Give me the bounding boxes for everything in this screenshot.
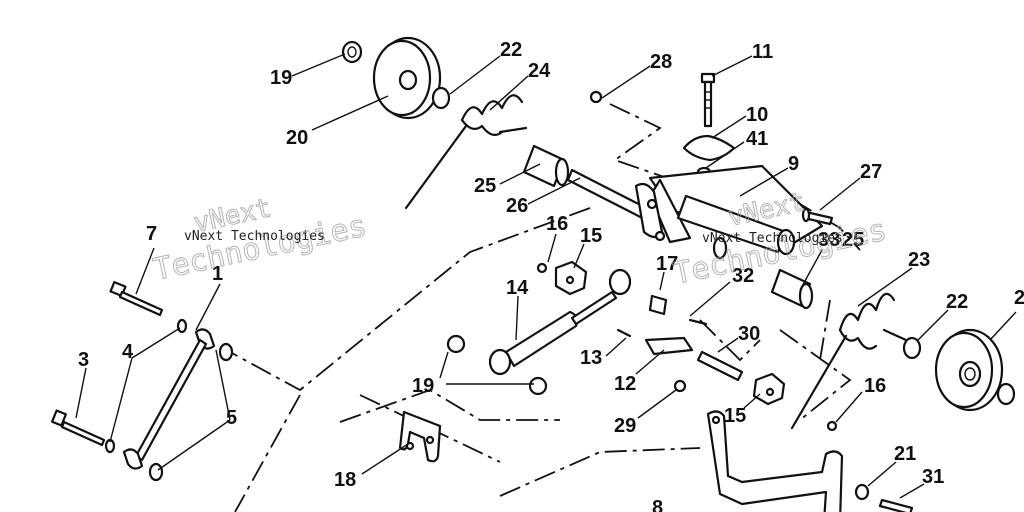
- pulley-assembly-right: [770, 268, 1016, 512]
- callout-12: 12: [614, 373, 636, 395]
- callout-11: 11: [752, 41, 773, 63]
- bushing-5-low: [122, 448, 144, 470]
- washer-21: [854, 483, 870, 501]
- leader-lines: [75, 53, 1017, 499]
- callout-30: 30: [738, 323, 760, 345]
- link-1: [134, 338, 208, 462]
- watermark-left: vNext Technologies vNext Technologies: [150, 193, 370, 289]
- lever-8: [706, 410, 844, 512]
- callout-2: 2: [1014, 287, 1024, 309]
- knob-10: [682, 134, 736, 162]
- callout-25: 25: [474, 175, 496, 197]
- nut-28: [589, 90, 603, 104]
- watermark-small-right: vNext Technologies: [702, 231, 843, 246]
- callout-31: 31: [922, 466, 944, 488]
- callout-24: 24: [528, 60, 551, 82]
- bolt-7: [109, 281, 164, 317]
- pin-16: [536, 262, 548, 274]
- bushing-25: [522, 144, 566, 188]
- washer-19-top: [341, 40, 363, 64]
- bolt-31: [878, 498, 914, 512]
- callout-33: 33: [818, 229, 840, 251]
- callout-5: 5: [226, 407, 237, 429]
- washer-4-top: [176, 318, 188, 334]
- pin-13: [616, 328, 632, 338]
- link-assembly-left: [51, 281, 234, 482]
- callout-26: 26: [506, 195, 528, 217]
- bushing-17: [648, 294, 668, 316]
- callout-25-right: 25: [842, 229, 864, 251]
- callout-3: 3: [78, 349, 89, 371]
- callout-23: 23: [908, 249, 930, 271]
- callout-17: 17: [656, 253, 678, 275]
- callout-29: 29: [614, 415, 636, 437]
- callout-22-right: 22: [946, 291, 968, 313]
- spring-23: [790, 292, 908, 430]
- pin-16-right: [826, 420, 838, 432]
- washer-19-low: [528, 376, 548, 396]
- callout-21: 21: [894, 443, 916, 465]
- washer-22-top: [431, 86, 451, 110]
- callout-13: 13: [580, 347, 602, 369]
- pulley-assembly-left: [341, 36, 664, 228]
- callout-19: 19: [270, 67, 292, 89]
- washer-19-mid: [446, 334, 466, 354]
- callout-labels: 19 20 22 24 25 26 28 11 10 41 9 27 33 25…: [78, 39, 1024, 512]
- callout-28: 28: [650, 51, 672, 73]
- callout-16-right: 16: [864, 375, 886, 397]
- spring-24: [404, 94, 528, 210]
- callout-10: 10: [746, 104, 768, 126]
- callout-22: 22: [500, 39, 522, 61]
- callout-18: 18: [334, 469, 356, 491]
- nut-29: [673, 379, 687, 393]
- phantom-outline: [229, 103, 861, 512]
- linkage-assembly: [446, 260, 786, 406]
- bolt-11: [700, 72, 716, 128]
- callout-9: 9: [788, 153, 799, 175]
- bracket-18: [398, 410, 442, 463]
- callout-19-mid: 19: [412, 375, 434, 397]
- callout-27: 27: [860, 161, 882, 183]
- callout-20: 20: [286, 127, 308, 149]
- callout-14: 14: [506, 277, 529, 299]
- callout-1: 1: [212, 263, 223, 285]
- shaft-30: [696, 350, 744, 382]
- bolt-3: [51, 409, 106, 447]
- callout-4: 4: [122, 341, 134, 363]
- arm-12: [644, 336, 694, 356]
- watermark-small: vNext Technologies: [184, 229, 325, 244]
- washer-22-right: [902, 336, 922, 360]
- pivot-bracket-assembly: [589, 72, 834, 260]
- callout-16: 16: [546, 213, 568, 235]
- callout-15: 15: [580, 225, 602, 247]
- callout-32: 32: [732, 265, 754, 287]
- callout-15-right: 15: [724, 405, 746, 427]
- callout-8: 8: [652, 497, 663, 512]
- callout-41: 41: [746, 128, 768, 150]
- pin-32: [688, 318, 708, 326]
- callout-7: 7: [146, 223, 157, 245]
